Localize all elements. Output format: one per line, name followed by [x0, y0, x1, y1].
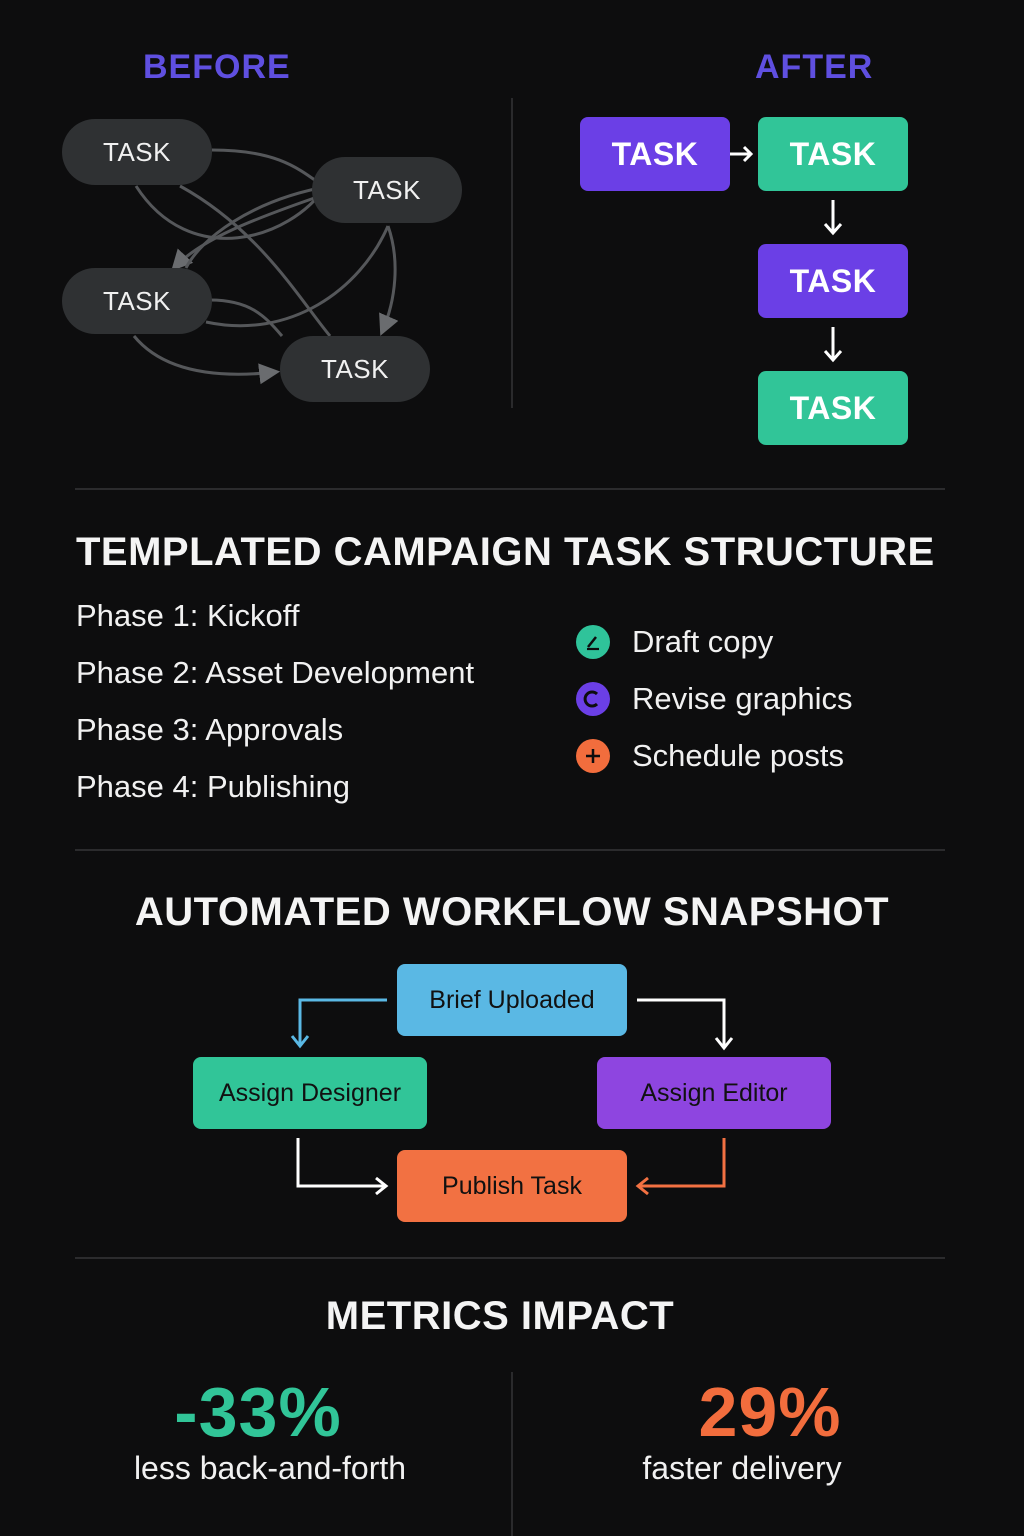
checklist-item-revise-graphics: Revise graphics	[576, 679, 853, 719]
plus-icon	[576, 739, 610, 773]
section-divider-2	[75, 849, 945, 851]
before-tangle-lines	[132, 148, 399, 385]
metric-value-right: 29%	[698, 1373, 842, 1451]
phase-4: Phase 4: Publishing	[76, 769, 351, 804]
phase-3: Phase 3: Approvals	[76, 712, 344, 747]
checklist-label: Revise graphics	[632, 681, 853, 716]
after-arrow-right	[730, 145, 754, 163]
before-task-1: TASK	[62, 119, 212, 185]
after-task-2: TASK	[758, 117, 908, 191]
after-task-3: TASK	[758, 244, 908, 318]
after-arrow-down-2	[823, 327, 843, 363]
revise-icon	[576, 682, 610, 716]
after-arrow-down-1	[823, 200, 843, 236]
before-label: BEFORE	[143, 48, 291, 86]
phase-2: Phase 2: Asset Development	[76, 655, 475, 690]
metrics-title: METRICS IMPACT	[325, 1294, 675, 1338]
checklist-item-draft-copy: Draft copy	[576, 622, 773, 662]
section-divider-1	[75, 488, 945, 490]
metric-value-left: -33%	[174, 1373, 342, 1451]
metrics-divider	[511, 1372, 513, 1536]
after-task-1: TASK	[580, 117, 730, 191]
before-task-4: TASK	[280, 336, 430, 402]
metric-label-right: faster delivery	[642, 1450, 842, 1486]
workflow-brief-uploaded: Brief Uploaded	[397, 964, 627, 1036]
workflow-assign-designer: Assign Designer	[193, 1057, 427, 1129]
workflow-title: AUTOMATED WORKFLOW SNAPSHOT	[134, 890, 890, 934]
metric-label-left: less back-and-forth	[133, 1450, 407, 1486]
workflow-publish-task: Publish Task	[397, 1150, 627, 1222]
workflow-assign-editor: Assign Editor	[597, 1057, 831, 1129]
templated-title: TEMPLATED CAMPAIGN TASK STRUCTURE	[76, 530, 935, 574]
phase-1: Phase 1: Kickoff	[76, 598, 300, 633]
checklist-label: Schedule posts	[632, 738, 844, 773]
after-label: AFTER	[755, 48, 874, 86]
before-task-2: TASK	[312, 157, 462, 223]
edit-icon	[576, 625, 610, 659]
after-task-4: TASK	[758, 371, 908, 445]
checklist-item-schedule-posts: Schedule posts	[576, 736, 844, 776]
checklist-label: Draft copy	[632, 624, 774, 659]
before-task-3: TASK	[62, 268, 212, 334]
before-after-divider	[511, 98, 513, 408]
workflow-connectors	[290, 998, 734, 1196]
section-divider-3	[75, 1257, 945, 1259]
